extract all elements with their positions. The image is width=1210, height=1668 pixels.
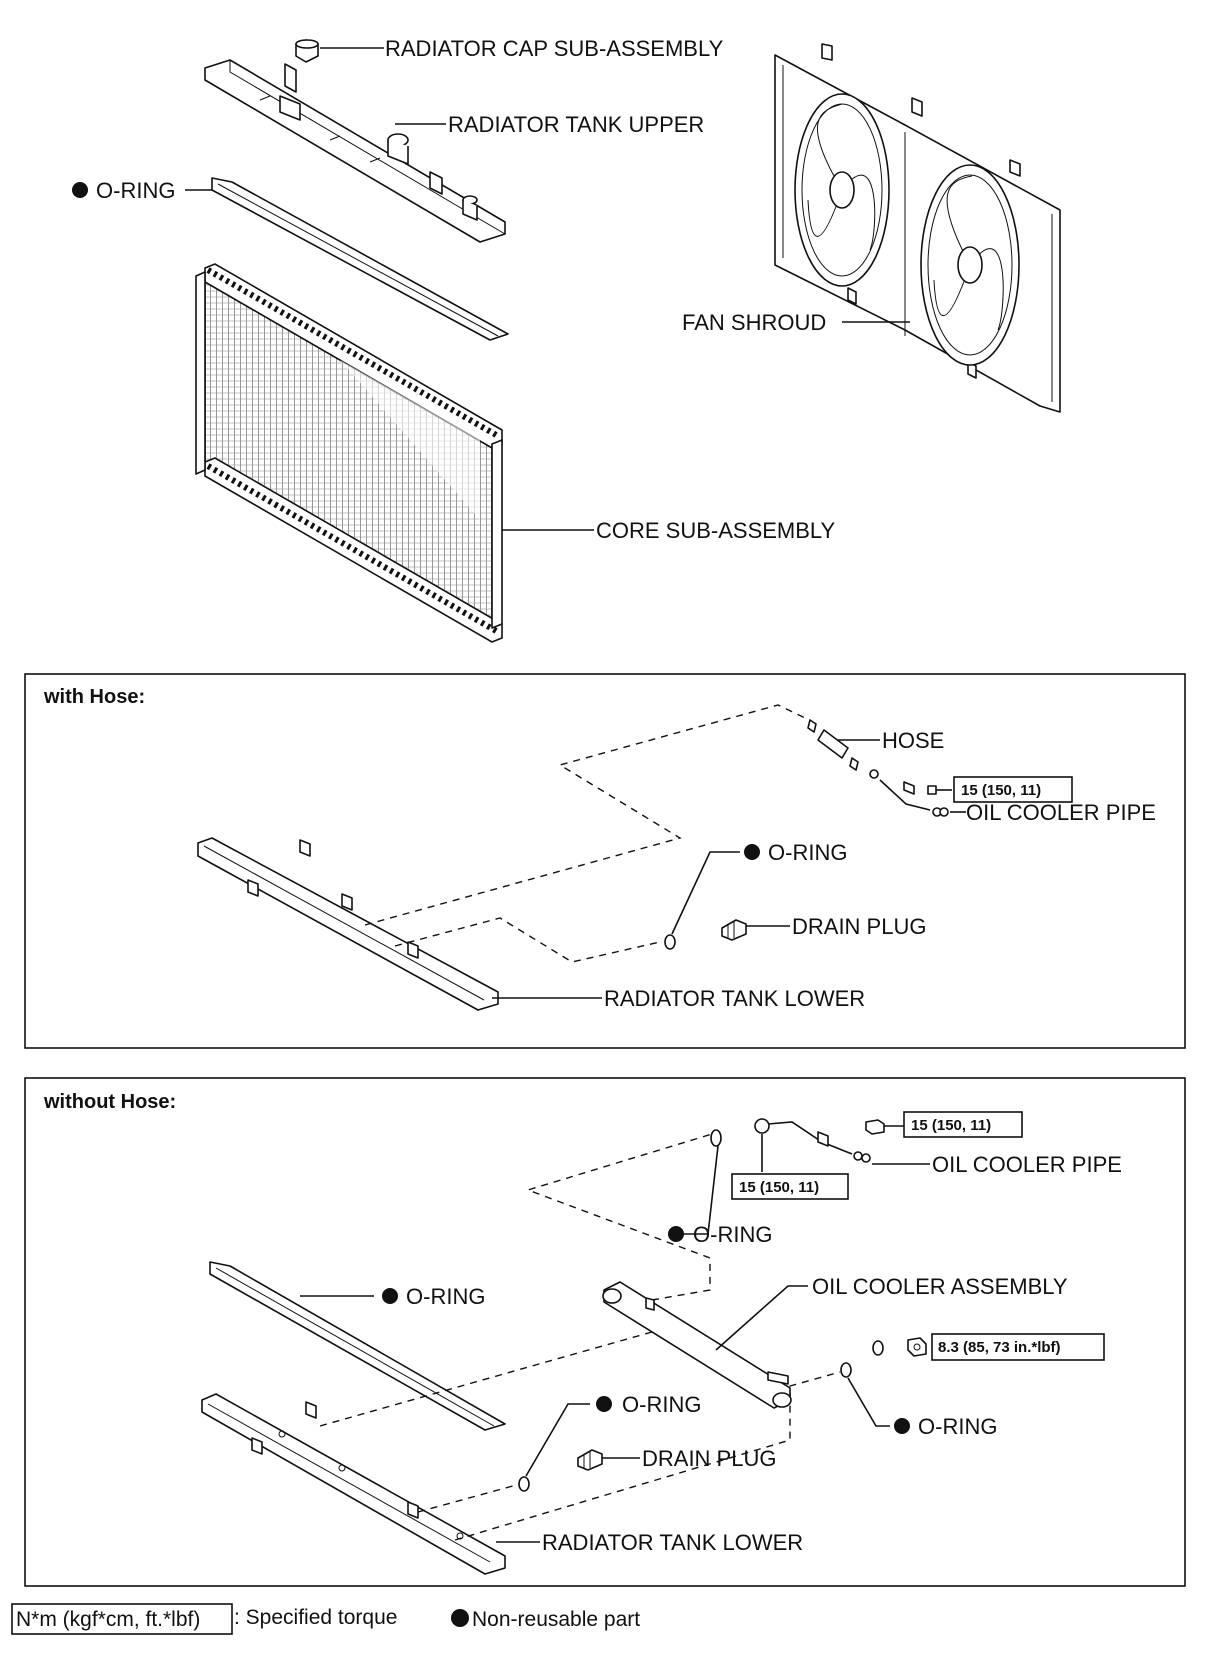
core-sub-assembly <box>195 263 503 643</box>
o-ring-pipe-without-hose <box>710 1129 722 1147</box>
without-hose-panel <box>24 1077 1186 1587</box>
torque-value-bolt: 15 (150, 11) <box>911 1117 991 1134</box>
drain-plug-with-hose <box>721 919 747 941</box>
hose-label: HOSE <box>882 728 944 753</box>
non-reusable-bullet <box>894 1418 910 1434</box>
o-ring-label-with-hose: O-RING <box>768 840 847 865</box>
torque-box-nut: 8.3 (85, 73 in.*lbf) <box>931 1333 1105 1361</box>
legend-torque-desc: : Specified torque <box>234 1606 397 1629</box>
o-ring-top-label: O-RING <box>96 178 175 203</box>
oil-cooler-pipe-without-hose <box>754 1118 871 1163</box>
legend-non-reusable: Non-reusable part <box>472 1608 640 1631</box>
bolt-with-hose <box>927 785 937 795</box>
legend-torque-units: N*m (kgf*cm, ft.*lbf) <box>16 1608 200 1631</box>
o-ring-nut-label: O-RING <box>918 1414 997 1439</box>
radiator-cap-label: RADIATOR CAP SUB-ASSEMBLY <box>385 36 724 61</box>
o-ring-gasket-without-hose <box>209 1261 506 1431</box>
tank-lower-label-with-hose: RADIATOR TANK LOWER <box>604 986 865 1011</box>
radiator-tank-upper <box>204 59 506 243</box>
o-ring-with-hose <box>664 934 676 950</box>
non-reusable-bullet <box>744 844 760 860</box>
fan-shroud-label: FAN SHROUD <box>682 310 826 335</box>
hose <box>807 719 859 771</box>
torque-box-with-hose: 15 (150, 11) <box>953 776 1073 803</box>
oil-cooler-assembly <box>602 1281 792 1409</box>
tank-upper-label: RADIATOR TANK UPPER <box>448 112 704 137</box>
without-hose-title: without Hose: <box>43 1091 176 1113</box>
legend-bullet <box>451 1609 469 1627</box>
radiator-tank-lower-with-hose <box>197 837 499 1011</box>
non-reusable-bullet <box>596 1396 612 1412</box>
bolt-without-hose <box>865 1119 885 1135</box>
with-hose-panel <box>24 673 1186 1049</box>
torque-box-pipe-without-hose: 15 (150, 11) <box>731 1173 849 1200</box>
drain-plug-without-hose <box>577 1449 603 1471</box>
oil-cooler-pipe-label-without-hose: OIL COOLER PIPE <box>932 1152 1122 1177</box>
oil-cooler-pipe-label-with-hose: OIL COOLER PIPE <box>966 800 1156 825</box>
torque-value-pipe: 15 (150, 11) <box>739 1179 819 1196</box>
nut <box>907 1337 927 1357</box>
o-ring-pipe-label: O-RING <box>693 1222 772 1247</box>
legend: N*m (kgf*cm, ft.*lbf) : Specified torque… <box>11 1603 640 1635</box>
torque-box-bolt-without-hose: 15 (150, 11) <box>903 1111 1023 1138</box>
oil-cooler-assembly-label: OIL COOLER ASSEMBLY <box>812 1274 1068 1299</box>
o-ring-gasket-top <box>211 177 509 341</box>
tank-lower-label-without-hose: RADIATOR TANK LOWER <box>542 1530 803 1555</box>
drain-plug-label-with-hose: DRAIN PLUG <box>792 914 926 939</box>
with-hose-title: with Hose: <box>43 686 145 708</box>
fan-shroud <box>774 43 1061 413</box>
radiator-tank-lower-without-hose <box>201 1393 506 1575</box>
core-label: CORE SUB-ASSEMBLY <box>596 518 836 543</box>
legend-torque-box <box>11 1603 233 1635</box>
o-ring-gasket-label: O-RING <box>406 1284 485 1309</box>
o-ring-drain-label: O-RING <box>622 1392 701 1417</box>
non-reusable-bullet <box>382 1288 398 1304</box>
radiator-cap-sub-assembly <box>295 39 319 63</box>
torque-value-nut: 8.3 (85, 73 in.*lbf) <box>938 1339 1061 1356</box>
non-reusable-bullet <box>72 182 88 198</box>
o-ring-nut <box>840 1362 852 1378</box>
drain-plug-label-without-hose: DRAIN PLUG <box>642 1446 776 1471</box>
torque-value-with-hose: 15 (150, 11) <box>961 782 1041 799</box>
o-ring-drain <box>518 1476 530 1492</box>
oil-cooler-pipe-with-hose <box>869 769 949 817</box>
non-reusable-bullet <box>668 1226 684 1242</box>
washer <box>872 1340 884 1356</box>
